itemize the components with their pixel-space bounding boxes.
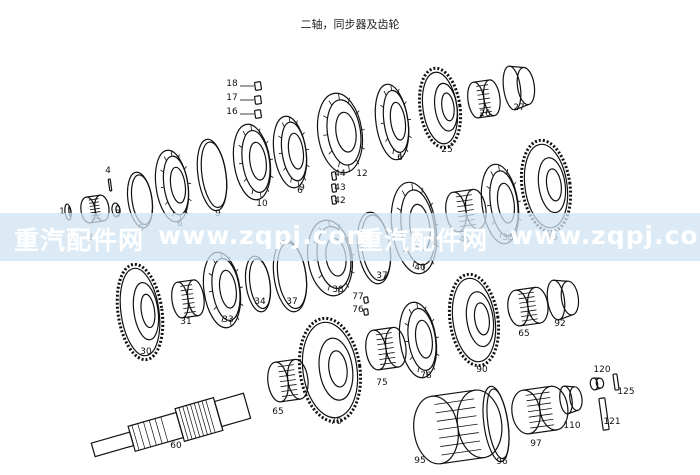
part-label-p34: 34: [254, 297, 266, 307]
part-label-p6b: 6: [297, 186, 303, 196]
part-label-p70: 70: [330, 417, 342, 427]
part-label-p60: 60: [170, 441, 182, 451]
part-label-p125: 125: [617, 387, 634, 397]
watermark-url-right: www.zqpj.com: [510, 221, 700, 250]
part-label-p12: 12: [356, 169, 367, 179]
watermark-brand-middle: 重汽配件网: [358, 226, 489, 255]
part-label-p38: 38: [332, 285, 344, 295]
part-label-p40: 40: [414, 263, 426, 273]
part-label-p33a: 33: [222, 315, 233, 325]
part-label-p121: 121: [603, 417, 620, 427]
part-label-p1: 1: [59, 207, 65, 217]
part-label-p120: 120: [593, 365, 610, 375]
part-label-p75: 75: [376, 378, 387, 388]
part-label-p42: 42: [334, 196, 345, 206]
part-label-p6c: 6: [397, 153, 403, 163]
part-label-p26: 26: [479, 109, 491, 119]
part-label-p78: 78: [420, 371, 432, 381]
part-label-p27: 27: [513, 103, 524, 113]
part-label-p44: 44: [334, 169, 346, 179]
part-label-p95: 95: [414, 456, 425, 466]
part-label-p18: 18: [226, 79, 238, 89]
part-label-p17: 17: [226, 93, 237, 103]
part-label-p92: 92: [554, 319, 565, 329]
part-label-p77: 77: [352, 292, 363, 302]
part-label-p10: 10: [256, 199, 268, 209]
part-label-p30: 30: [140, 347, 152, 357]
part-label-p97: 97: [530, 439, 541, 449]
part-label-p65a: 65: [272, 407, 283, 417]
part-label-p90: 90: [476, 365, 488, 375]
watermark-band: [0, 213, 700, 261]
watermark-url-middle: www.zqpj.com: [158, 221, 374, 250]
part-label-p65b: 65: [518, 329, 529, 339]
part-label-p37b: 37: [376, 271, 387, 281]
part-label-p31: 31: [180, 317, 191, 327]
part-label-p96: 96: [496, 457, 508, 467]
part-label-p110: 110: [563, 421, 580, 431]
part-label-p43: 43: [334, 183, 345, 193]
diagram-title: 二轴，同步器及齿轮: [300, 18, 400, 31]
part-label-p76: 76: [352, 305, 364, 315]
part-label-p9b: 9: [299, 183, 305, 193]
part-label-p16: 16: [226, 107, 238, 117]
watermark: 重汽配件网 www.zqpj.com 重汽配件网 www.zqpj.com: [0, 221, 700, 255]
part-label-p25: 25: [441, 145, 452, 155]
part-label-p4: 4: [105, 166, 111, 176]
watermark-brand-left: 重汽配件网: [14, 226, 145, 255]
part-label-p37a: 37: [286, 297, 297, 307]
